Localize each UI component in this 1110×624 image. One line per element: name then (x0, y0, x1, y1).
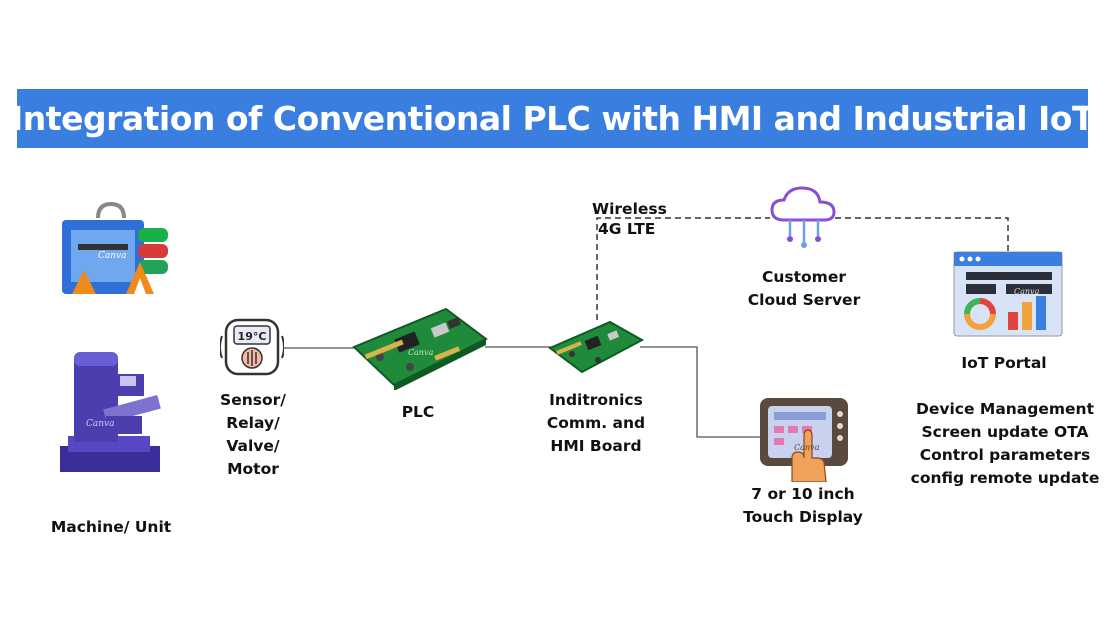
watermark-text: Canva (86, 419, 115, 429)
hmi-board-label-line: Inditronics (549, 391, 643, 409)
portal-feature-item: Control parameters (919, 446, 1091, 464)
wireless-link (596, 217, 770, 320)
plc-label-line: PLC (401, 403, 435, 421)
machine-label-line: Machine/ Unit (50, 518, 172, 536)
title-banner: Integration of Conventional PLC with HMI… (11, 89, 1094, 148)
board-display-link (640, 346, 760, 438)
3d-printer-icon: Canva (62, 201, 168, 294)
portal-features-list: Device Management Screen update OTA Cont… (910, 398, 1100, 490)
plc-board-icon: Canva (352, 307, 488, 390)
watermark-text: Canva (1014, 287, 1040, 296)
display-label: 7 or 10 inch Touch Display (738, 483, 868, 529)
touch-display-icon: Canva (760, 398, 848, 482)
sensor-label-line: Sensor/ (220, 391, 286, 409)
cloud-label-line: Customer (761, 268, 846, 286)
sensor-icon: 19°C (220, 318, 284, 376)
sensor-readout: 19°C (238, 330, 267, 343)
sensor-label-line: Relay/ (226, 414, 280, 432)
portal-label-line: IoT Portal (961, 354, 1047, 372)
cloud-server-icon (770, 186, 836, 248)
sensor-label: Sensor/ Relay/ Valve/ Motor (210, 389, 296, 481)
watermark-text: Canva (408, 348, 434, 357)
hmi-board-icon (548, 320, 644, 374)
machine-label: Machine/ Unit (48, 516, 174, 539)
portal-feature-item: config remote update (910, 469, 1100, 487)
page-title: Integration of Conventional PLC with HMI… (11, 99, 1094, 138)
hmi-board-label-line: Comm. and (546, 414, 646, 432)
wireless-label-line: 4G LTE (598, 220, 656, 238)
iot-portal-icon: Canva (953, 251, 1063, 337)
portal-label: IoT Portal (952, 352, 1056, 375)
portal-feature-item: Screen update OTA (921, 423, 1089, 441)
milling-machine-icon: Canva (60, 352, 161, 472)
hmi-board-label-line: HMI Board (550, 437, 642, 455)
cloud-label-line: Cloud Server (747, 291, 861, 309)
wireless-label: Wireless 4G LTE (592, 199, 672, 239)
wireless-label-line: Wireless (592, 200, 667, 218)
watermark-text: Canva (98, 251, 127, 261)
cloud-label: Customer Cloud Server (742, 266, 866, 312)
watermark-text: Canva (794, 443, 820, 452)
portal-feature-item: Device Management (916, 400, 1094, 418)
plc-label: PLC (388, 401, 448, 424)
cloud-portal-link (835, 217, 1009, 252)
hmi-board-label: Inditronics Comm. and HMI Board (536, 389, 656, 458)
sensor-label-line: Valve/ (226, 437, 280, 455)
display-label-line: 7 or 10 inch (751, 485, 855, 503)
sensor-label-line: Motor (227, 460, 279, 478)
display-label-line: Touch Display (743, 508, 863, 526)
